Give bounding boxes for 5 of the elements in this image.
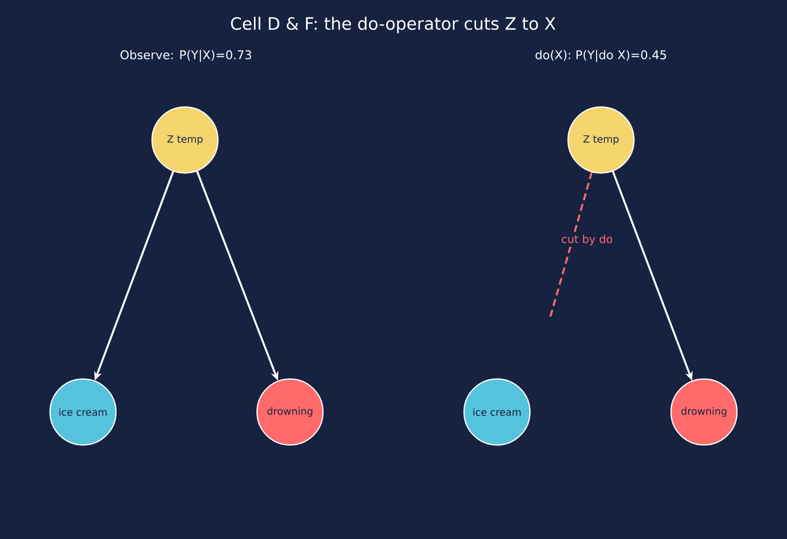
panel-subtitle: Observe: P(Y|X)=0.73 <box>120 50 252 62</box>
title: Cell D & F: the do-operator cuts Z to X <box>231 16 556 34</box>
cut-line <box>549 172 593 318</box>
panel-subtitle: do(X): P(Y|do X)=0.45 <box>536 50 666 62</box>
edge-label: cut by do <box>560 233 614 247</box>
